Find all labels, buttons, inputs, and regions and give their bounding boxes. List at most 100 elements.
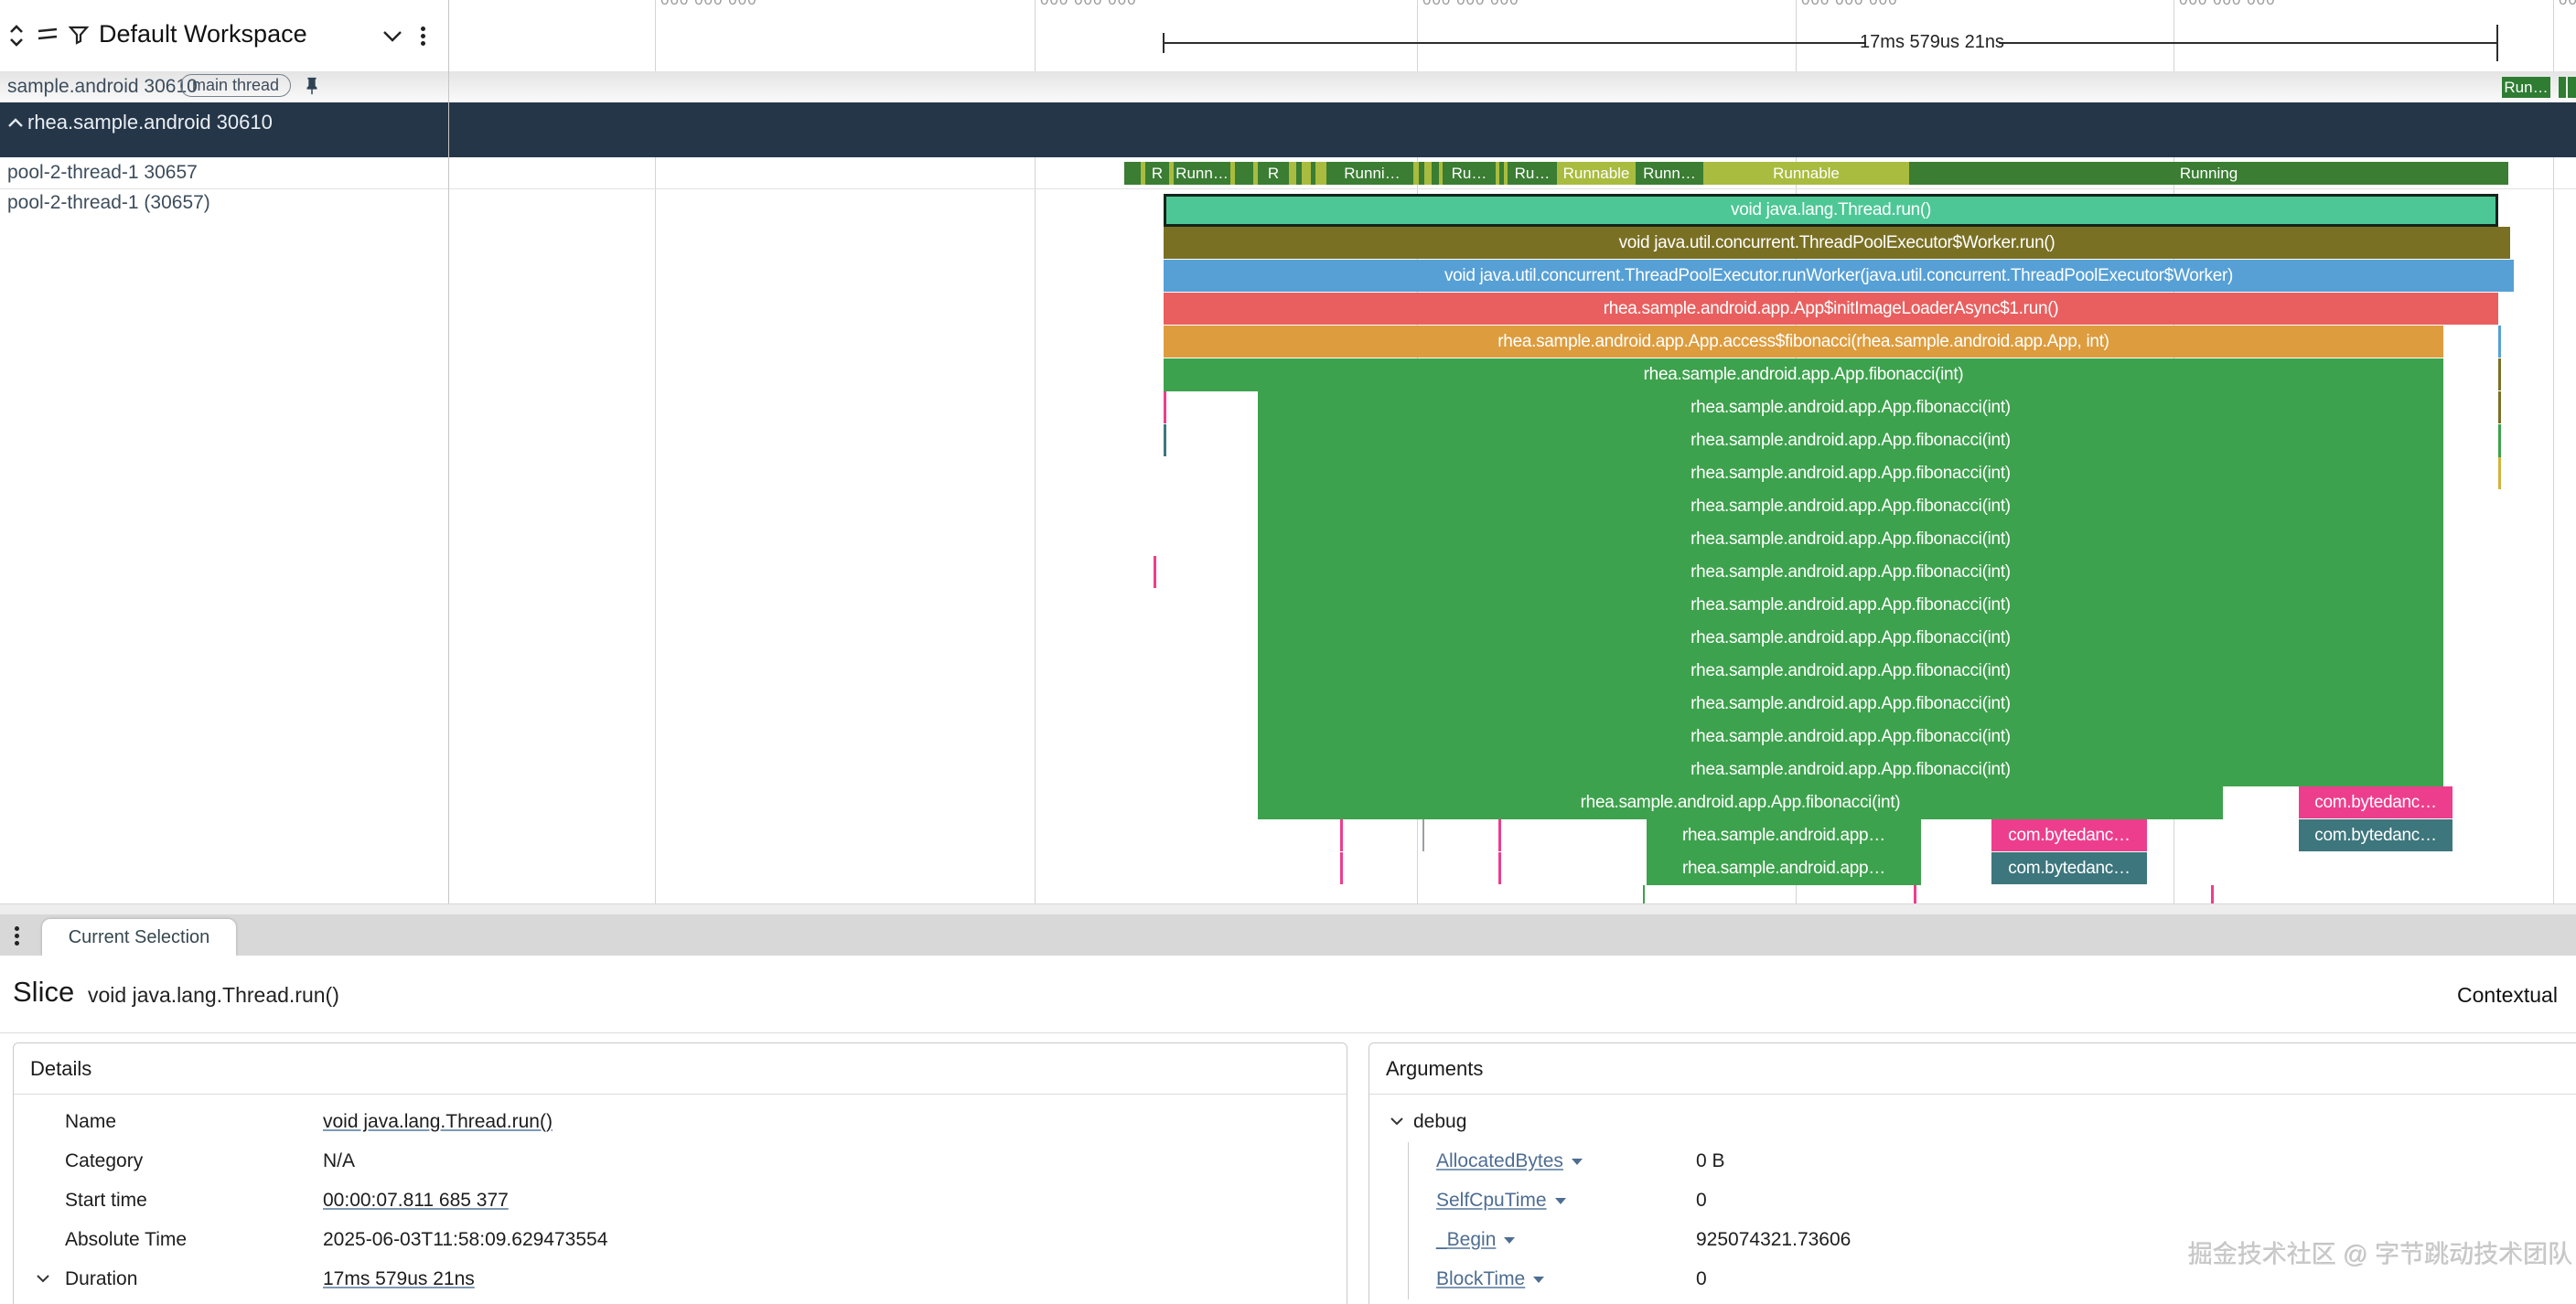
flame-slice[interactable]: com.bytedanc…: [1991, 852, 2147, 884]
flame-slice[interactable]: [2498, 358, 2501, 390]
flame-slice[interactable]: [1340, 852, 1343, 884]
argument-name[interactable]: BlockTime: [1436, 1268, 1526, 1289]
process-slice[interactable]: [2568, 77, 2576, 98]
dropdown-caret-icon[interactable]: [1571, 1158, 1583, 1165]
chevron-down-icon[interactable]: [381, 29, 404, 44]
contextual-options-button[interactable]: Contextual: [2457, 983, 2558, 1007]
unfold-tracks-icon[interactable]: [7, 24, 26, 48]
flame-slice[interactable]: rhea.sample.android.app…: [1647, 852, 1921, 885]
thread-state-slice[interactable]: [1419, 162, 1424, 185]
debug-group-row[interactable]: debug: [1369, 1103, 2576, 1142]
panel-menu-icon[interactable]: [15, 924, 19, 948]
flame-slice[interactable]: rhea.sample.android.app.App.fibonacci(in…: [1258, 655, 2443, 688]
flame-slice[interactable]: rhea.sample.android.app.App.fibonacci(in…: [1258, 589, 2443, 622]
chevron-down-icon[interactable]: [1390, 1117, 1404, 1126]
collapse-chevron-icon[interactable]: [7, 117, 24, 128]
thread-state-slice[interactable]: [1432, 162, 1439, 185]
chevron-down-icon[interactable]: [36, 1274, 50, 1283]
filter-tracks-icon[interactable]: [68, 24, 90, 46]
argument-name[interactable]: SelfCpuTime: [1436, 1190, 1547, 1211]
thread-state-slice[interactable]: [1439, 162, 1443, 185]
flame-slice[interactable]: rhea.sample.android.app.App.access$fibon…: [1164, 326, 2443, 358]
flame-slice[interactable]: com.bytedanc…: [2299, 786, 2453, 818]
flame-slice[interactable]: rhea.sample.android.app.App.fibonacci(in…: [1258, 424, 2443, 457]
thread-state-slice[interactable]: [1253, 162, 1258, 185]
pin-icon[interactable]: [302, 76, 322, 96]
thread-state-slice[interactable]: [1496, 162, 1499, 185]
process-group-header[interactable]: rhea.sample.android 30610: [0, 102, 2576, 157]
thread-state-slice[interactable]: Ru…: [1443, 162, 1496, 185]
flame-slice[interactable]: com.bytedanc…: [2299, 819, 2453, 851]
flame-slice[interactable]: rhea.sample.android.app…: [1647, 819, 1921, 852]
thread-state-slice[interactable]: [1296, 162, 1302, 185]
workspace-menu-icon[interactable]: [421, 24, 425, 48]
thread-state-slice[interactable]: [1504, 162, 1508, 185]
thread-state-slice[interactable]: [1302, 162, 1311, 185]
flame-slice[interactable]: [1914, 885, 1916, 903]
thread-state-slice[interactable]: [1124, 162, 1141, 185]
thread-state-slice[interactable]: Ru…: [1508, 162, 1557, 185]
thread-state-slice[interactable]: Runnable: [1557, 162, 1636, 185]
details-row-value[interactable]: 00:00:07.811 685 377: [323, 1190, 509, 1211]
flame-slice[interactable]: rhea.sample.android.app.App.fibonacci(in…: [1258, 721, 2443, 754]
thread-state-slice[interactable]: [1499, 162, 1504, 185]
thread-state-slice[interactable]: R: [1145, 162, 1169, 185]
flame-slice[interactable]: rhea.sample.android.app.App$initImageLoa…: [1164, 293, 2498, 325]
flame-slice[interactable]: rhea.sample.android.app.App.fibonacci(in…: [1258, 523, 2443, 556]
flame-slice[interactable]: com.bytedanc…: [1991, 819, 2147, 851]
dropdown-caret-icon[interactable]: [1504, 1236, 1516, 1244]
slice-flame-graph[interactable]: void java.lang.Thread.run() void java.uti…: [0, 194, 2576, 903]
thread-state-slice[interactable]: Runni…: [1331, 162, 1413, 185]
argument-name-link[interactable]: BlockTime: [1436, 1268, 1545, 1290]
process-slice[interactable]: Run…: [2502, 77, 2550, 98]
thread-state-slice[interactable]: [1413, 162, 1419, 185]
flame-slice[interactable]: rhea.sample.android.app.App.fibonacci(in…: [1258, 490, 2443, 523]
flame-slice[interactable]: [1422, 819, 1424, 851]
thread-state-slice[interactable]: R: [1258, 162, 1289, 185]
flame-slice[interactable]: [1498, 819, 1501, 851]
flame-slice[interactable]: rhea.sample.android.app.App.fibonacci(in…: [1258, 391, 2443, 424]
argument-name[interactable]: AllocatedBytes: [1436, 1150, 1563, 1171]
flame-slice[interactable]: rhea.sample.android.app.App.fibonacci(in…: [1164, 358, 2443, 391]
flame-slice[interactable]: [2498, 391, 2501, 423]
thread-state-slice[interactable]: Runnable: [1703, 162, 1909, 185]
flame-slice[interactable]: [2498, 457, 2501, 489]
flame-slice[interactable]: void java.lang.Thread.run(): [1164, 194, 2498, 227]
flame-slice[interactable]: [1164, 391, 1166, 423]
thread-state-slice[interactable]: [1230, 162, 1235, 185]
dropdown-caret-icon[interactable]: [1554, 1197, 1566, 1204]
thread-state-slice[interactable]: [1141, 162, 1145, 185]
timeline-area[interactable]: 0:0 000 000000 000 000000 000 000000 000…: [0, 0, 2576, 903]
flame-slice[interactable]: [1643, 885, 1645, 903]
flame-slice[interactable]: [1498, 852, 1501, 884]
argument-name-link[interactable]: _Begin: [1436, 1229, 1516, 1251]
flame-slice[interactable]: rhea.sample.android.app.App.fibonacci(in…: [1258, 457, 2443, 490]
flame-slice[interactable]: void java.util.concurrent.ThreadPoolExec…: [1164, 260, 2514, 292]
thread-state-slice[interactable]: Running: [1909, 162, 2508, 185]
thread-state-slice[interactable]: [1169, 162, 1174, 185]
thread-state-slice[interactable]: [1235, 162, 1253, 185]
track-panel-divider[interactable]: [448, 0, 449, 903]
flame-slice[interactable]: rhea.sample.android.app.App.fibonacci(in…: [1258, 754, 2443, 786]
sort-tracks-icon[interactable]: [37, 27, 59, 44]
thread-state-slice[interactable]: [1311, 162, 1315, 185]
details-row-value[interactable]: 17ms 579us 21ns: [323, 1268, 475, 1289]
flame-slice[interactable]: [1340, 819, 1343, 851]
flame-slice[interactable]: rhea.sample.android.app.App.fibonacci(in…: [1258, 786, 2223, 819]
tab-current-selection[interactable]: Current Selection: [42, 919, 236, 956]
flame-slice[interactable]: rhea.sample.android.app.App.fibonacci(in…: [1258, 556, 2443, 589]
flame-slice[interactable]: [2498, 326, 2501, 358]
thread-state-slice[interactable]: [1424, 162, 1432, 185]
dropdown-caret-icon[interactable]: [1533, 1276, 1545, 1283]
process-slice[interactable]: [2559, 77, 2566, 98]
argument-name[interactable]: _Begin: [1436, 1229, 1497, 1250]
flame-slice[interactable]: rhea.sample.android.app.App.fibonacci(in…: [1258, 688, 2443, 721]
process-track-row[interactable]: sample.android 30610 main thread Run…: [0, 71, 2576, 102]
thread-state-slice[interactable]: Runn…: [1636, 162, 1703, 185]
flame-slice[interactable]: [1154, 556, 1156, 588]
argument-name-link[interactable]: AllocatedBytes: [1436, 1150, 1583, 1172]
details-row-value[interactable]: void java.lang.Thread.run(): [323, 1111, 553, 1132]
flame-slice[interactable]: rhea.sample.android.app.App.fibonacci(in…: [1258, 622, 2443, 655]
flame-slice[interactable]: [1164, 424, 1166, 456]
